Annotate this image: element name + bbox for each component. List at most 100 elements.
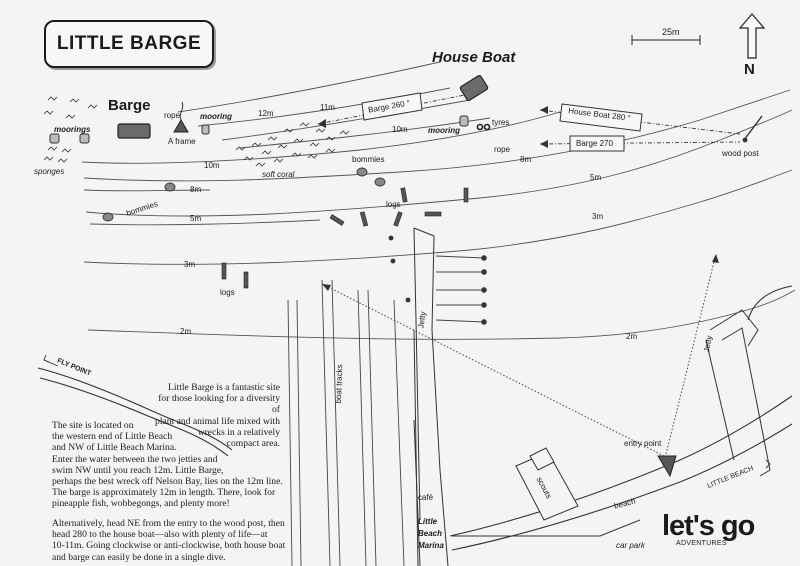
barge-260-box bbox=[361, 92, 423, 121]
directions-line: and NW of Little Beach Marina. bbox=[52, 442, 177, 454]
intro-line: for those looking for a diversity of bbox=[158, 393, 280, 416]
depth-3m-a: 3m bbox=[592, 212, 604, 221]
sponges-label: sponges bbox=[34, 167, 65, 176]
entry-point-label: entry point bbox=[624, 439, 662, 448]
contour-8m-lower bbox=[83, 189, 211, 192]
lets-go-logo-sub: ADVENTURES bbox=[676, 540, 727, 547]
directions-line: The barge is approximately 12m in length… bbox=[52, 487, 276, 499]
depth-3m-b: 3m bbox=[184, 260, 196, 269]
entry-point-marker bbox=[657, 455, 677, 478]
north-label: N bbox=[744, 61, 755, 78]
tyres-label: tyres bbox=[492, 118, 510, 127]
north-arrow-icon bbox=[738, 13, 766, 59]
navigation-lines bbox=[317, 93, 763, 457]
contour-10m bbox=[239, 117, 491, 149]
tyres-icon bbox=[476, 123, 491, 131]
depth-8m-b: 8m bbox=[190, 185, 202, 194]
moorings-label: moorings bbox=[54, 125, 91, 134]
a-frame-label: A frame bbox=[168, 137, 196, 146]
posts bbox=[388, 235, 411, 303]
bommies-upper-label: bommies bbox=[352, 155, 385, 164]
wood-post-label: wood post bbox=[722, 149, 759, 158]
scouts-building bbox=[515, 447, 579, 521]
soft-coral bbox=[235, 122, 350, 167]
house-boat-wreck bbox=[459, 75, 489, 101]
boat-tracks-label: boat tracks bbox=[333, 364, 345, 404]
marina-label-2: Beach bbox=[418, 529, 443, 538]
soft-coral-label: soft coral bbox=[262, 170, 295, 179]
directions-line: the western end of Little Beach bbox=[52, 431, 173, 443]
contour-12m-upper bbox=[177, 61, 441, 113]
alternative-text: Alternatively, head NE from the entry to… bbox=[52, 518, 372, 563]
directions-line: Enter the water between the two jetties … bbox=[52, 453, 218, 465]
contour-11m bbox=[221, 99, 471, 141]
depth-2m-b: 2m bbox=[626, 332, 638, 341]
contour-5m bbox=[85, 109, 793, 217]
marina-label-3: Marina bbox=[418, 541, 444, 550]
directions-line: The site is located on bbox=[52, 420, 134, 431]
fly-point-arrow bbox=[43, 354, 59, 367]
logs-lower-label: logs bbox=[220, 288, 235, 297]
directions-text: The site is located on the western end o… bbox=[52, 420, 352, 510]
mooring-block-mid bbox=[79, 133, 90, 144]
marina-label-1: Little bbox=[418, 517, 438, 526]
barge-label: Barge bbox=[108, 97, 151, 114]
depth-11m: 11m bbox=[320, 103, 335, 112]
depth-contours bbox=[81, 61, 796, 340]
rope-right-label: rope bbox=[494, 145, 511, 154]
little-beach-arrow bbox=[765, 459, 771, 469]
mooring-left-label: mooring bbox=[200, 112, 232, 121]
map-title: LITTLE BARGE bbox=[44, 20, 214, 68]
cafe-label: café bbox=[418, 493, 434, 502]
depth-2m-a: 2m bbox=[180, 327, 192, 336]
scale-label: 25m bbox=[662, 27, 680, 37]
alternative-line: and barge can easily be done in a single… bbox=[52, 551, 226, 563]
directions-line: perhaps the best wreck off Nelson Bay, l… bbox=[52, 476, 283, 488]
rope-line bbox=[179, 101, 184, 121]
depth-5m-a: 5m bbox=[590, 173, 602, 182]
logs bbox=[221, 187, 469, 289]
sponges bbox=[43, 96, 98, 163]
depth-12m: 12m bbox=[258, 109, 274, 118]
boat-tracks bbox=[287, 279, 405, 566]
depth-10m-b: 10m bbox=[204, 161, 220, 170]
wood-post-marker bbox=[742, 137, 748, 143]
intro-text: Little Barge is a fantastic site for tho… bbox=[150, 382, 280, 449]
marina-area bbox=[413, 419, 641, 566]
a-frame-icon bbox=[173, 119, 189, 133]
mooring-block-right bbox=[201, 124, 210, 135]
rope-left-label: rope bbox=[164, 111, 181, 120]
alternative-line: Alternatively, head NE from the entry to… bbox=[52, 518, 285, 529]
mooring-right-label: mooring bbox=[428, 126, 460, 135]
contour-8m bbox=[83, 89, 791, 182]
car-park-label: car park bbox=[616, 541, 645, 550]
alternative-line: 10-11m. Going clockwise or anti-clockwis… bbox=[52, 540, 286, 552]
contour-2m bbox=[87, 289, 796, 340]
mooring-block-houseboat bbox=[459, 115, 469, 127]
depth-8m-a: 8m bbox=[520, 155, 532, 164]
jetty-left bbox=[413, 227, 449, 566]
intro-line: plant and animal life mixed with bbox=[155, 415, 280, 427]
jetty-pylons bbox=[435, 255, 487, 325]
alternative-line: head 280 to the house boat—also with ple… bbox=[52, 529, 268, 541]
directions-line: swim NW until you reach 12m. Little Barg… bbox=[52, 464, 224, 476]
lets-go-logo: let's go bbox=[662, 510, 755, 542]
intro-line: compact area. bbox=[226, 438, 280, 450]
mooring-block-left bbox=[49, 133, 60, 144]
intro-line: Little Barge is a fantastic site bbox=[168, 382, 280, 393]
intro-line: wrecks in a relatively bbox=[197, 426, 280, 438]
depth-5m-b: 5m bbox=[190, 214, 202, 223]
jetty-right bbox=[705, 309, 771, 477]
contour-5m-lower bbox=[89, 219, 321, 226]
bearing-barge-270: Barge 270 bbox=[576, 139, 613, 148]
contour-10m-lower bbox=[81, 111, 561, 164]
directions-line: pineapple fish, wobbegongs, and plenty m… bbox=[52, 498, 230, 510]
bommies bbox=[102, 167, 386, 222]
scale-bar bbox=[631, 35, 701, 45]
barge-wreck bbox=[117, 123, 151, 139]
barge-270-box bbox=[569, 135, 625, 152]
logs-upper-label: logs bbox=[386, 200, 401, 209]
house-boat-280-box bbox=[559, 103, 643, 132]
depth-10m-a: 10m bbox=[392, 125, 408, 134]
